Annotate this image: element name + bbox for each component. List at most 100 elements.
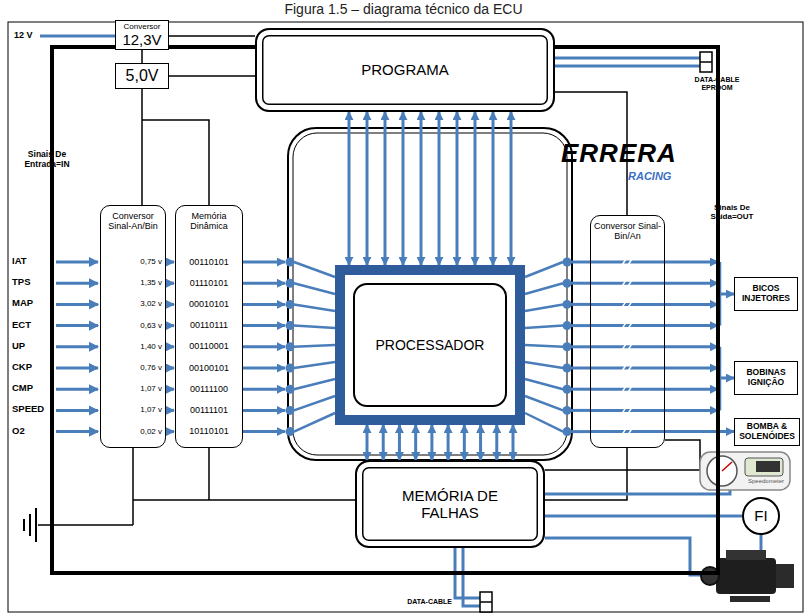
connector-line — [294, 379, 335, 389]
connector — [166, 262, 174, 432]
signal-name: ECT — [12, 320, 56, 331]
converter-mark — [620, 426, 634, 438]
processor-housing-inner — [293, 133, 567, 455]
connector-line — [166, 282, 174, 285]
processor-housing — [288, 128, 572, 460]
connector-line — [447, 425, 450, 460]
signal-value: 10110101 — [177, 426, 241, 436]
node-text: Conversor — [124, 22, 161, 31]
connector-line — [430, 425, 433, 460]
connector — [665, 347, 734, 411]
block-box: BOMBA & SOLENÓIDES — [734, 418, 800, 446]
connector-line — [243, 409, 285, 412]
converter-wire — [590, 282, 665, 285]
block-box: Conversor12,3V — [115, 20, 169, 50]
signal-name: CMP — [12, 383, 56, 394]
block-box: BICOS INJETORES — [734, 277, 798, 311]
connector-line — [510, 112, 513, 265]
connector — [665, 431, 734, 432]
connector-line — [512, 425, 515, 460]
connector-line — [294, 326, 335, 328]
junction-dot — [286, 385, 295, 394]
connector-line — [665, 282, 718, 285]
connector — [142, 50, 143, 63]
connector — [545, 516, 742, 517]
connector — [665, 262, 734, 326]
processor-core: PROCESSADOR — [353, 283, 507, 407]
connector-line — [525, 262, 563, 277]
converter-wire — [590, 261, 665, 264]
connector-line — [474, 112, 477, 265]
converter-through-lines — [590, 256, 665, 438]
junction-dot — [563, 364, 572, 373]
connector-line — [720, 377, 734, 380]
annotation: Sinais De Saída=OUT — [696, 203, 768, 221]
connector-line — [243, 282, 285, 285]
connector-line — [141, 50, 143, 63]
connector-line — [294, 283, 335, 294]
junction-dot — [563, 406, 572, 415]
connector-line — [525, 326, 563, 328]
input-wire — [56, 345, 98, 348]
supply-wire — [40, 35, 115, 38]
connector-line — [243, 261, 285, 264]
node-text: MEMÓRIA DE FALHAS — [390, 487, 510, 522]
signal-name: TPS — [12, 277, 56, 288]
connector-line — [525, 283, 563, 294]
connector-line — [366, 112, 369, 265]
connector-line — [525, 345, 563, 347]
signal-value: 0,76 v — [122, 363, 162, 372]
ground-symbol — [24, 508, 36, 542]
junction-dot — [563, 321, 572, 330]
converter-mark — [620, 256, 634, 268]
signal-value: 1,35 v — [122, 278, 162, 287]
converter-mark — [620, 277, 634, 289]
connector-line — [571, 282, 590, 285]
connector-line — [166, 367, 174, 370]
connector-line — [525, 362, 563, 368]
annotation: 12 V — [14, 30, 44, 40]
signal-value: 00111100 — [177, 384, 241, 394]
converter-wire — [590, 388, 665, 391]
connector-line — [166, 409, 174, 412]
block-box: Conversor Sinal-Bin/An — [590, 215, 665, 448]
connector-line — [456, 112, 459, 265]
connector-line — [243, 345, 285, 348]
signal-name: CKP — [12, 362, 56, 373]
connector-line — [571, 409, 590, 412]
converter-mark — [620, 341, 634, 353]
connector-line — [665, 409, 718, 412]
converter-wire — [590, 345, 665, 348]
connector-line — [166, 303, 174, 306]
connector-line — [571, 261, 590, 264]
dashboard-illustration — [700, 452, 790, 490]
signal-value: 00010101 — [177, 299, 241, 309]
connector — [525, 258, 590, 437]
connector-line — [571, 303, 590, 306]
junction-dot — [563, 258, 572, 267]
connector — [367, 425, 513, 460]
node-text: Conversor Sinal-Bin/An — [593, 221, 662, 242]
node-text: Conversor Sinal-An/Bin — [103, 211, 163, 232]
connector-line — [166, 430, 174, 433]
connector-line — [571, 388, 590, 391]
signal-value: 00110101 — [177, 257, 241, 267]
node-text: Memória Dinâmica — [178, 211, 240, 232]
connector-line — [571, 367, 590, 370]
outer-frame — [8, 22, 803, 612]
connector-line — [243, 324, 285, 327]
annotation: Speedometer — [746, 478, 786, 485]
annotation: DATA-CABLE EPROOM — [684, 76, 750, 92]
signal-name: SPEED — [12, 404, 56, 415]
connector-line — [243, 430, 285, 433]
junction-dot — [286, 364, 295, 373]
signal-name: MAP — [12, 298, 56, 309]
signal-value: 1,07 v — [122, 405, 162, 414]
junction-dot — [563, 300, 572, 309]
converter-wire — [590, 324, 665, 327]
signal-value: 00111101 — [177, 405, 241, 415]
node-text: BICOS INJETORES — [737, 284, 795, 304]
signal-value: 00100101 — [177, 363, 241, 373]
block-box: PROCESSADOR — [335, 265, 525, 425]
